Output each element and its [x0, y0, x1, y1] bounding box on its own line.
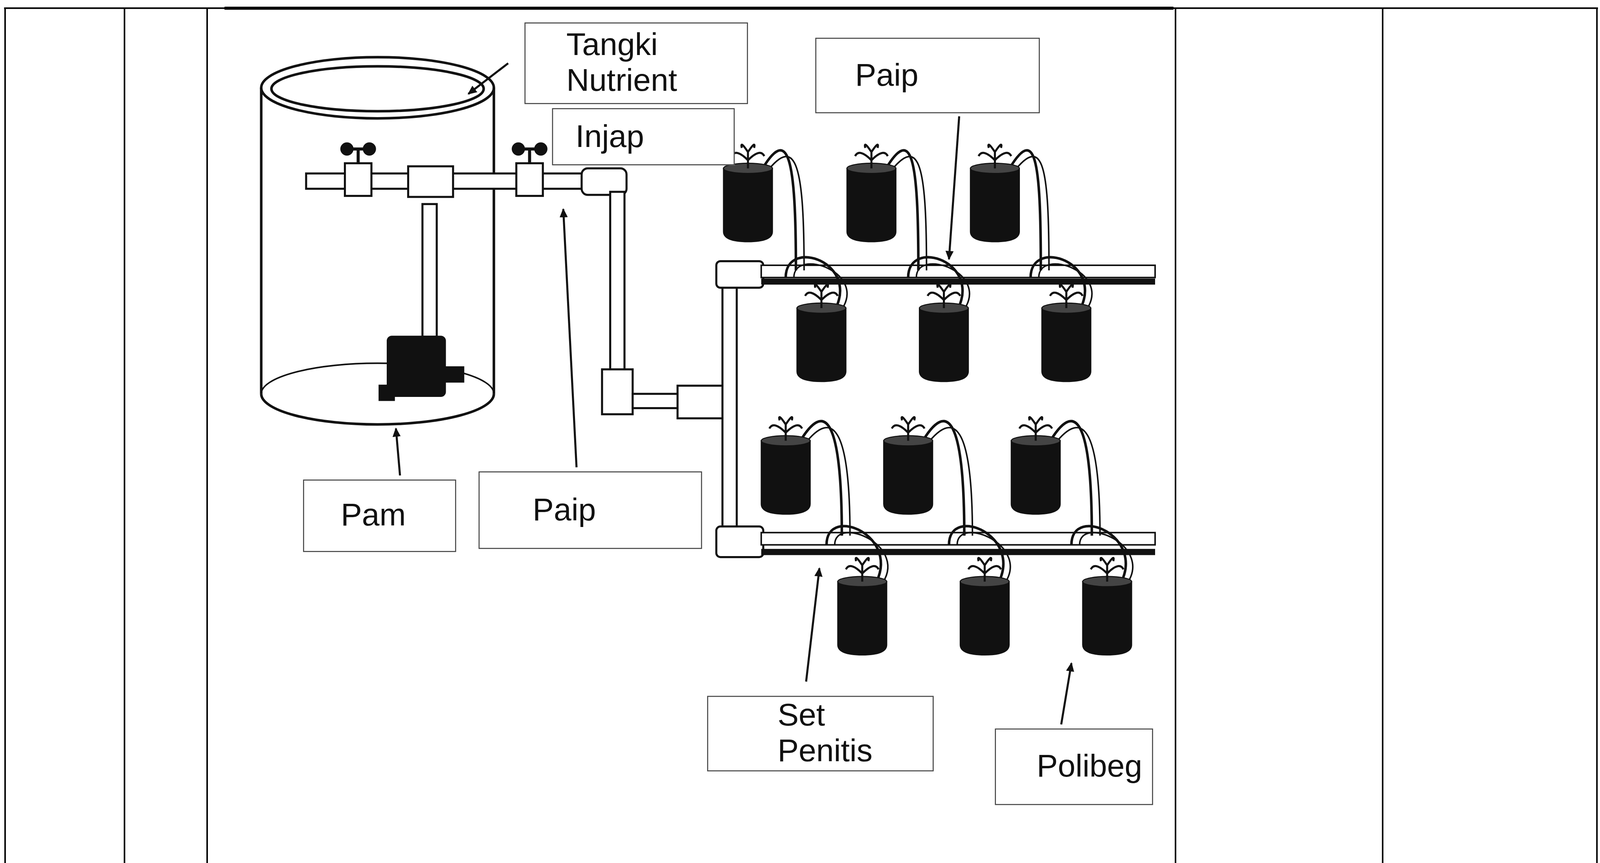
- part-label: Paip: [532, 492, 596, 528]
- plant: [1019, 416, 1053, 441]
- drip-tube: [1054, 427, 1101, 536]
- plant: [1050, 284, 1083, 309]
- polybag: [970, 168, 1020, 242]
- polybag-plant: [846, 144, 927, 271]
- polybag-plant: [970, 144, 1049, 271]
- polybag: [837, 581, 888, 656]
- polybag: [846, 168, 897, 242]
- polybag: [960, 581, 1010, 656]
- part-label: Paip: [855, 57, 919, 94]
- plant: [978, 144, 1012, 169]
- plant: [891, 416, 925, 441]
- polybag-plant: [1071, 526, 1133, 656]
- polybag: [883, 440, 933, 515]
- label-box: Set Penitis: [707, 696, 934, 772]
- polybag: [723, 168, 773, 242]
- plant: [855, 144, 888, 169]
- polybag-plant: [785, 257, 847, 382]
- plant: [845, 558, 879, 582]
- label-box: Tangki Nutrient: [524, 22, 748, 105]
- polybag-plant: [1030, 257, 1092, 382]
- part-label: Injap: [575, 119, 645, 155]
- drip-tube: [926, 427, 973, 536]
- polybag-plant: [826, 526, 888, 656]
- part-label: Set Penitis: [777, 698, 925, 770]
- plant: [1090, 558, 1124, 582]
- polybag-plant: [723, 144, 805, 271]
- polybag: [1011, 440, 1061, 515]
- polybag-plant: [908, 257, 970, 382]
- plant: [804, 284, 838, 309]
- label-box: Paip: [478, 471, 703, 549]
- polybag-plant: [1011, 416, 1101, 536]
- polybag: [919, 308, 969, 382]
- label-box: Polibeg: [994, 728, 1153, 806]
- plant: [769, 416, 803, 441]
- part-label: Polibeg: [1036, 749, 1143, 785]
- plant: [927, 284, 961, 309]
- polybag-plant: [883, 416, 973, 536]
- polybag: [1082, 581, 1132, 656]
- polybag: [797, 308, 847, 382]
- polybag-plant: [949, 526, 1011, 656]
- label-box: Pam: [303, 479, 456, 552]
- polybag: [1041, 308, 1092, 382]
- polybag: [761, 440, 811, 515]
- plant: [731, 144, 765, 169]
- label-box: Injap: [552, 108, 735, 166]
- polybag-plant: [761, 416, 851, 536]
- label-box: Paip: [815, 37, 1040, 114]
- part-label: Pam: [340, 497, 406, 534]
- part-label: Tangki Nutrient: [566, 27, 739, 99]
- drip-tube: [804, 427, 851, 536]
- plant: [968, 558, 1002, 582]
